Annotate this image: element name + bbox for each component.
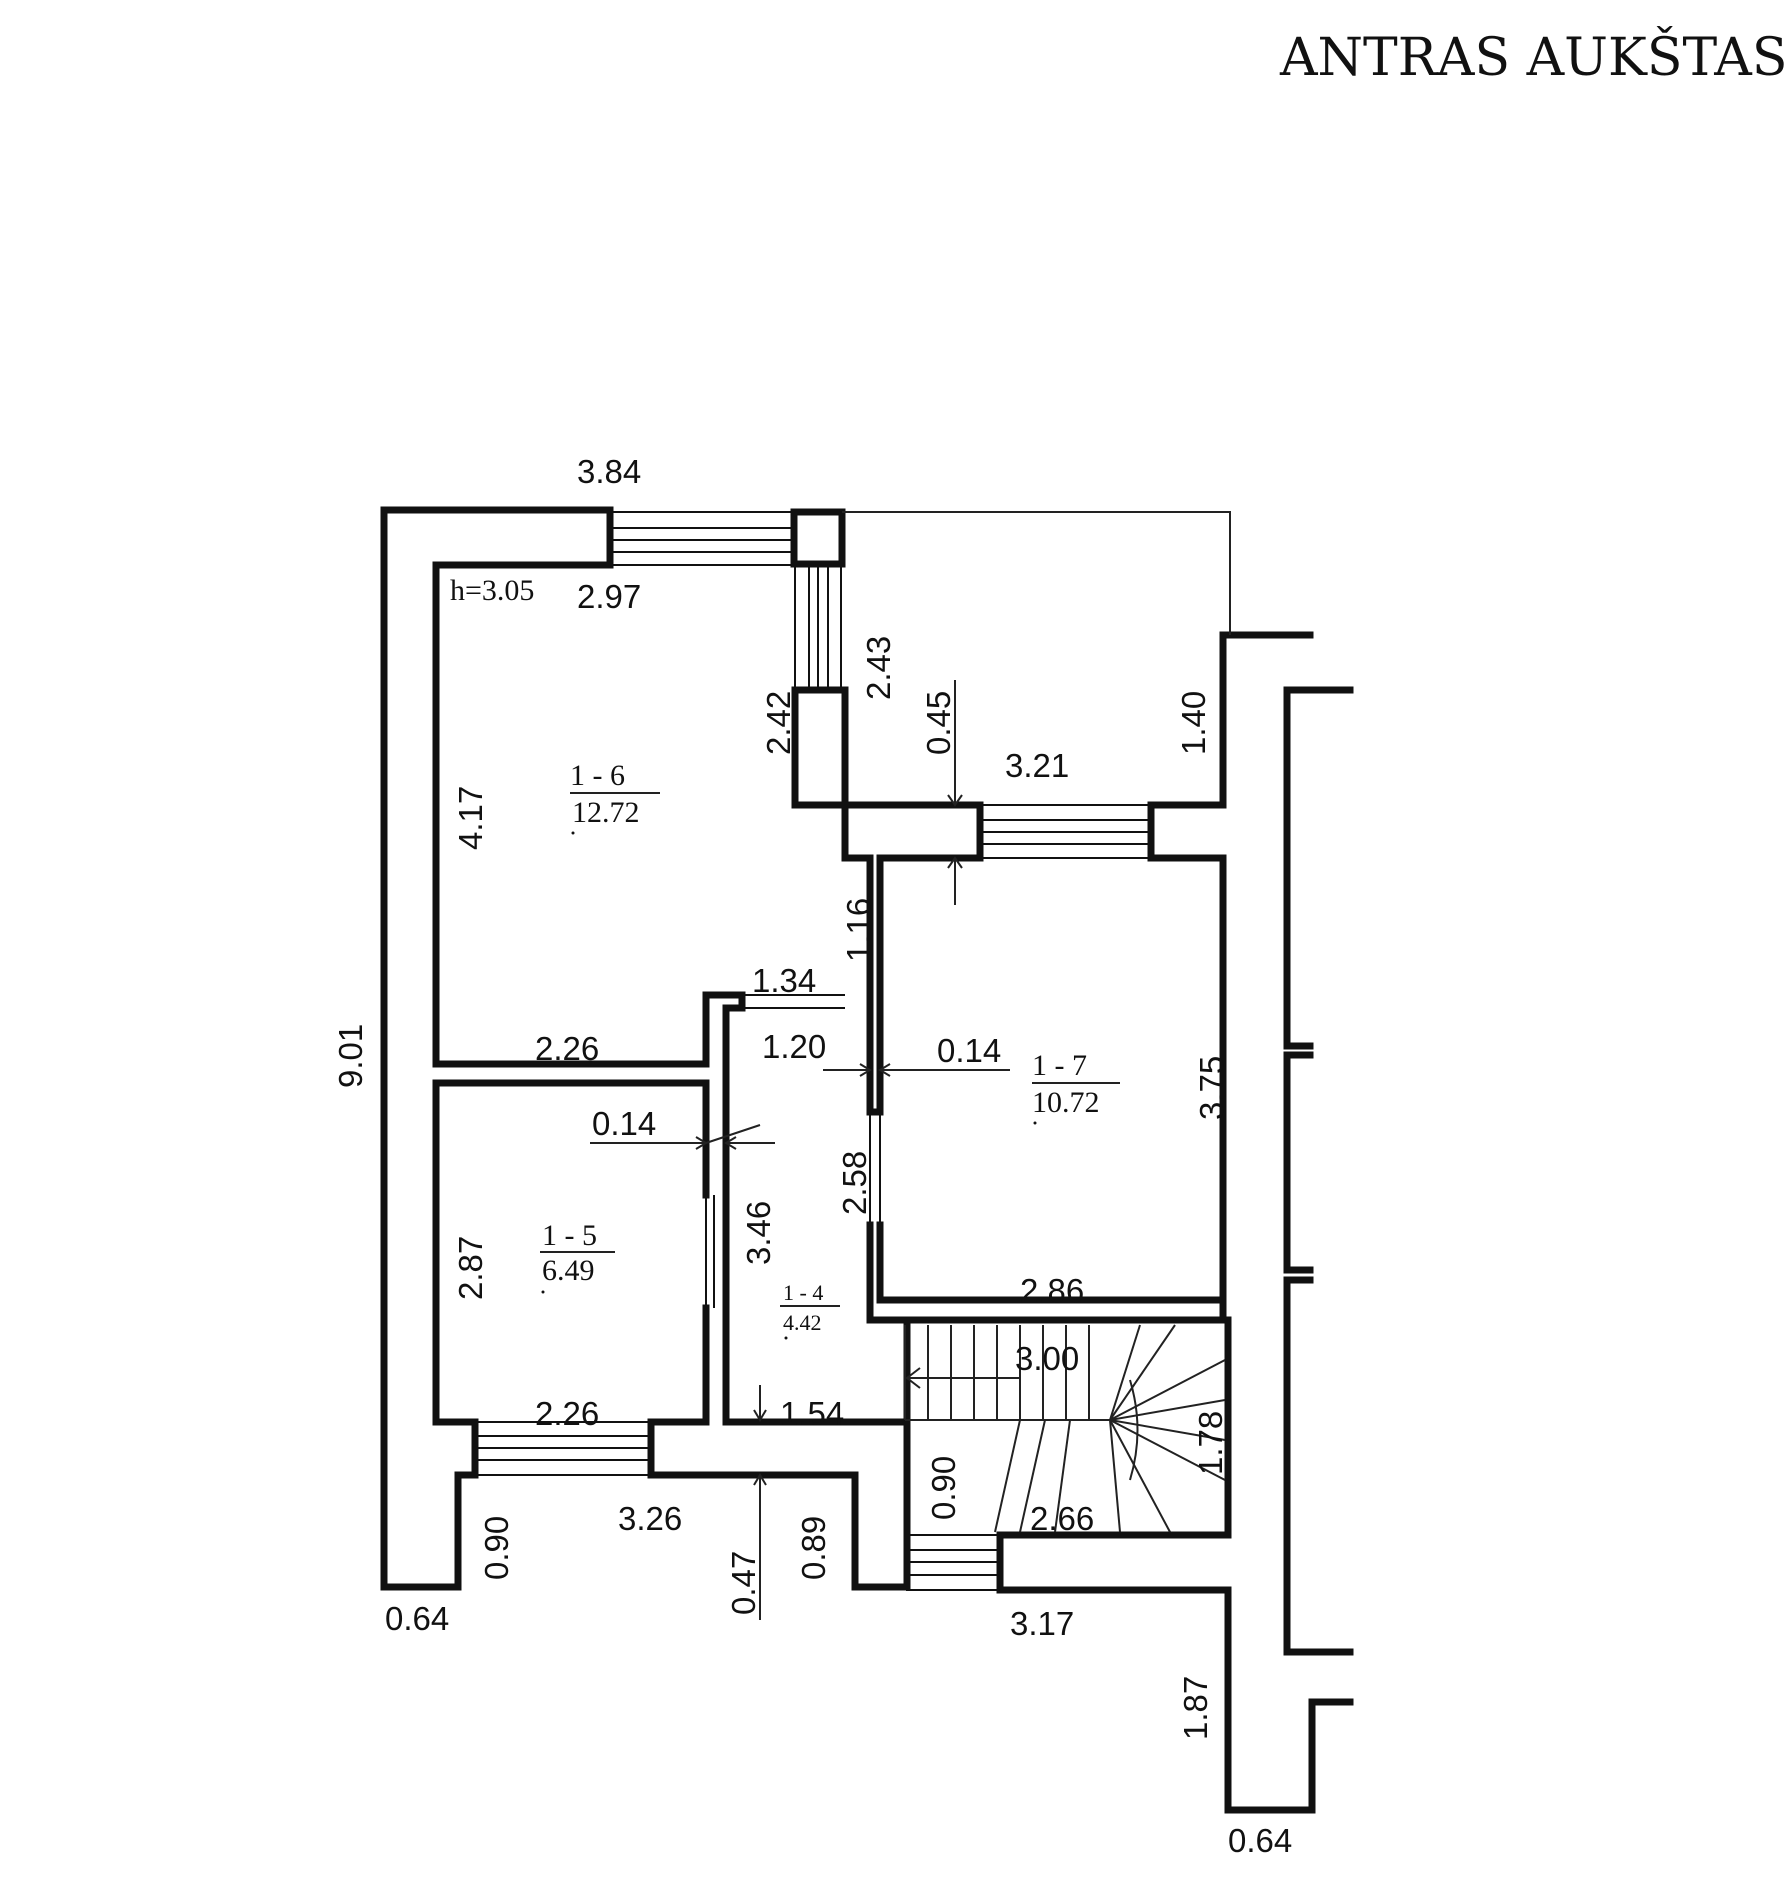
dim-room7-height: 3.75 (1193, 1056, 1230, 1120)
room6-marker (571, 831, 575, 835)
dim-hall-1-34: 1.34 (752, 962, 816, 999)
dim-hall-1-20: 1.20 (762, 1028, 826, 1065)
dim-overall-height: 9.01 (332, 1024, 369, 1088)
room7-marker (1033, 1121, 1037, 1125)
door-room5 (705, 1195, 715, 1308)
room-1-6-area: 12.72 (572, 796, 640, 829)
room-1-5-id: 1 - 5 (542, 1219, 597, 1252)
dim-right-1-40: 1.40 (1175, 691, 1212, 755)
dim-bottom-0-89: 0.89 (795, 1516, 832, 1580)
stairwell-wall (996, 1316, 1354, 1814)
dimension-lines (590, 680, 1010, 1620)
door-hall-top (742, 994, 845, 1009)
inner-left-wall-top (432, 506, 746, 1068)
dim-stairs-0-90: 0.90 (925, 1456, 962, 1520)
dim-stairs-2-66: 2.66 (1030, 1500, 1094, 1537)
dim-room7-top: 3.21 (1005, 747, 1069, 784)
right-outer-wall (1283, 686, 1354, 1656)
room-1-4-area: 4.42 (783, 1310, 822, 1335)
dim-stairs-3-00: 3.00 (1015, 1340, 1079, 1377)
room-labels: h=3.05 1 - 6 12.72 1 - 7 10.72 1 - 5 6.4… (450, 574, 1120, 1335)
dim-room6-height: 4.17 (452, 786, 489, 850)
dim-bottom-3-17: 3.17 (1010, 1605, 1074, 1642)
dim-hall-3-46: 3.46 (740, 1201, 777, 1265)
dim-right-0-64: 0.64 (1228, 1822, 1292, 1859)
dim-room6-bottom: 2.26 (535, 1030, 599, 1067)
room-1-6-id: 1 - 6 (570, 759, 625, 792)
dim-window-2-43: 2.43 (860, 636, 897, 700)
dim-bottom-0-47: 0.47 (725, 1551, 762, 1615)
dim-left-0-64: 0.64 (385, 1600, 449, 1637)
room5-marker (541, 1290, 545, 1294)
room-1-4-id: 1 - 4 (783, 1280, 823, 1305)
room-1-5-area: 6.49 (542, 1254, 595, 1287)
window-room5-bottom (474, 1421, 652, 1476)
dim-bottom-3-26: 3.26 (618, 1500, 682, 1537)
room4-marker (784, 1336, 788, 1340)
room-1-7-area: 10.72 (1032, 1086, 1100, 1119)
top-pillar (790, 508, 846, 568)
dim-room6-width: 2.97 (577, 578, 641, 615)
door-room7 (869, 1112, 881, 1225)
balcony-outline (842, 511, 1231, 635)
dim-offset-0-45: 0.45 (920, 691, 957, 755)
windows (474, 511, 1152, 1591)
dim-top-overall: 3.84 (577, 453, 641, 490)
dim-room5-bottom: 2.26 (535, 1395, 599, 1432)
window-right-vertical (794, 563, 842, 691)
room7-inner-wall (841, 801, 1227, 1304)
dimension-labels: 3.84 2.97 2.43 2.42 0.45 3.21 1.40 4.17 … (332, 453, 1292, 1859)
dim-room6-2-42: 2.42 (760, 691, 797, 755)
ceiling-height-label: h=3.05 (450, 574, 534, 607)
dim-room7-bottom: 2.86 (1020, 1272, 1084, 1309)
dim-door-1-16: 1.16 (840, 898, 877, 962)
dim-wall-0-14-b: 0.14 (592, 1105, 656, 1142)
outer-left-wall (380, 506, 710, 1591)
dim-room5-height: 2.87 (452, 1236, 489, 1300)
staircase (904, 1324, 1226, 1533)
window-room7-top (979, 804, 1152, 859)
plan-title: ANTRAS AUKŠTAS (1279, 26, 1787, 88)
dim-hall-1-54: 1.54 (780, 1395, 844, 1432)
dim-wall-0-14-a: 0.14 (937, 1032, 1001, 1069)
dim-hall-2-58: 2.58 (836, 1151, 873, 1215)
dim-stairs-1-78: 1.78 (1192, 1411, 1229, 1475)
window-stair-bottom (906, 1534, 1001, 1591)
dim-left-0-90: 0.90 (478, 1516, 515, 1580)
dim-right-1-87: 1.87 (1177, 1676, 1214, 1740)
room-1-7-id: 1 - 7 (1032, 1049, 1087, 1082)
window-top (611, 511, 795, 566)
